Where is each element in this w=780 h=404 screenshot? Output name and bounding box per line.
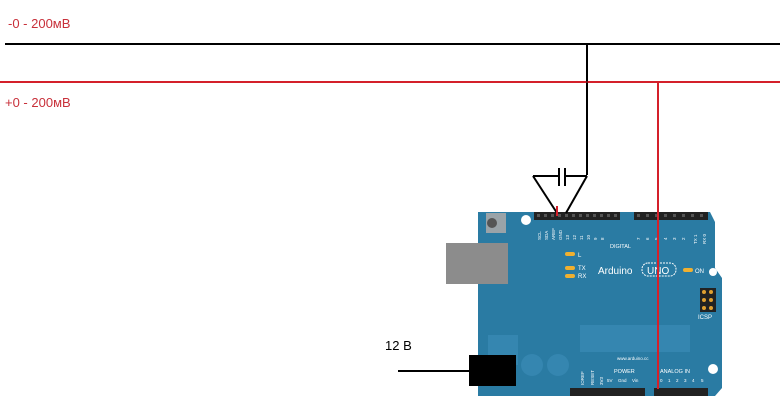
icsp-pins: [702, 290, 713, 310]
power-header: [570, 388, 645, 396]
website-label: www.arduino.cc: [617, 356, 649, 361]
capacitor-round: [521, 354, 543, 376]
icsp-label: ICSP: [698, 315, 712, 321]
pin-label: RX 0: [702, 233, 707, 244]
analog-header: [654, 388, 708, 396]
on-led: [683, 268, 693, 272]
plus-line-label: +0 - 200мВ: [5, 95, 71, 110]
pin-label: 5: [701, 378, 704, 383]
reset-button-cap: [487, 218, 497, 228]
power-label: POWER: [614, 369, 635, 375]
mount-hole: [521, 215, 531, 225]
mount-hole: [708, 364, 718, 374]
pin-label: AREF: [551, 228, 556, 240]
pin-label: 0: [660, 378, 663, 383]
brand-label: Arduino: [598, 266, 633, 277]
analog-in-label: ANALOG IN: [660, 369, 690, 375]
arduino-uno-board: L TX RX ON Arduino UNO ICSP DIGITAL POWE…: [446, 212, 722, 396]
mount-hole: [709, 268, 717, 276]
pin-label: 3: [684, 378, 687, 383]
minus-line-label: -0 - 200мВ: [8, 16, 70, 31]
pin-label: 7: [636, 237, 641, 240]
pin-label: 11: [579, 235, 584, 240]
pin-label: Gnd: [618, 378, 627, 383]
digital-label: DIGITAL: [610, 244, 631, 250]
capacitor: [532, 168, 588, 214]
pin-label: 5V: [607, 378, 613, 383]
pin-label: Vin: [632, 378, 639, 383]
pin-label: 2: [681, 237, 686, 240]
on-label: ON: [695, 269, 704, 275]
pin-label: SDA: [544, 231, 549, 240]
pin-label: GND: [558, 229, 563, 240]
header-pins: [537, 214, 703, 217]
digital-header-left: [534, 212, 620, 220]
pin-label: 13: [565, 234, 570, 240]
capacitor-round: [547, 354, 569, 376]
pin-label: 5: [654, 237, 659, 240]
pin-label: 4: [692, 378, 695, 383]
tx-led: [565, 266, 575, 270]
pin-label: 9: [593, 237, 598, 240]
pin-label: IOREF: [580, 371, 585, 385]
usb-connector: [446, 243, 508, 284]
pin-label: 8: [600, 237, 605, 240]
rx-led: [565, 274, 575, 278]
pin-label: 3: [672, 237, 677, 240]
rx-label: RX: [578, 274, 586, 280]
chip: [580, 325, 690, 352]
pin-label: RESET: [590, 370, 595, 385]
pin-label: SCL: [537, 231, 542, 240]
pin-label: 3V3: [599, 376, 604, 385]
pin-label: 10: [586, 234, 591, 240]
tx-label: TX: [578, 266, 586, 272]
pin-label: TX 1: [693, 234, 698, 244]
pin-label: 4: [663, 237, 668, 240]
dc-power-jack: [469, 355, 516, 386]
digital-header-right: [634, 212, 708, 220]
pin-label: 12: [572, 234, 577, 240]
pin-label: 6: [645, 237, 650, 240]
power-input-label: 12 В: [385, 338, 412, 353]
l-led: [565, 252, 575, 256]
pin-label: 2: [676, 378, 679, 383]
l-label: L: [578, 253, 582, 259]
pin-label: 1: [668, 378, 671, 383]
